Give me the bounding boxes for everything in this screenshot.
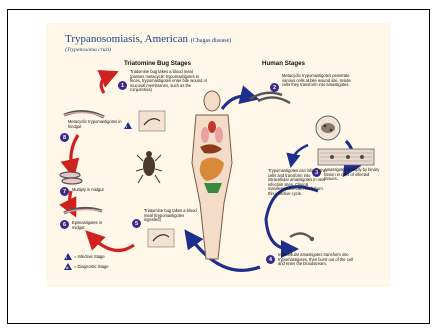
blue-arrow-bottom bbox=[190, 237, 260, 270]
blue-arrow-top-right bbox=[222, 96, 250, 109]
step-badge-7: 7 bbox=[60, 187, 69, 196]
metacyclic-trypomastigote-drawing bbox=[64, 111, 104, 117]
infected-tissue-drawing bbox=[318, 149, 374, 165]
bloodstream-trypomastigote-drawing bbox=[290, 233, 314, 241]
infected-cell-drawing bbox=[316, 116, 340, 140]
red-arrow-left-upper bbox=[71, 135, 78, 169]
legend-infective-marker: i bbox=[64, 253, 72, 260]
bite-illustration-top bbox=[139, 111, 165, 131]
species-name: (Trypanosoma cruzi) bbox=[65, 47, 111, 53]
step-text-6: Epimastigotes in midgut bbox=[72, 221, 112, 230]
step-text-2: Metacyclic trypomastigotes penetrate var… bbox=[282, 74, 354, 88]
step-badge-8: 8 bbox=[60, 133, 69, 142]
step-badge-5: 5 bbox=[132, 219, 141, 228]
blue-arrow-inner-up bbox=[292, 145, 308, 161]
step-text-1: Triatomine bug takes a blood meal (passe… bbox=[130, 70, 208, 93]
step-badge-6: 6 bbox=[60, 220, 69, 229]
step-text-8: Metacyclic trypomastigotes in hindgut bbox=[68, 120, 126, 129]
step-badge-1: 1 bbox=[118, 81, 127, 90]
infective-cycle-note: Trypomastigotes can infect other cells a… bbox=[268, 169, 330, 196]
lifecycle-artwork bbox=[46, 23, 390, 287]
step-text-3: Amastigotes multiply by binary fission i… bbox=[324, 168, 380, 182]
diagram-title-sub: (Chagas disease) bbox=[191, 38, 232, 44]
red-arrow-top bbox=[101, 75, 110, 93]
epimastigote-drawing bbox=[64, 208, 102, 213]
penetrating-trypomastigote-drawing bbox=[250, 93, 290, 103]
header-triatomine-stages: Triatomine Bug Stages bbox=[124, 61, 191, 68]
legend-diagnostic-label: = Diagnostic Stage bbox=[74, 265, 108, 270]
red-arrow-bottom bbox=[92, 237, 134, 250]
step-text-5: Triatomine bug takes a blood meal (trypo… bbox=[144, 209, 202, 223]
bite-illustration-bottom bbox=[148, 229, 174, 247]
step-badge-4: 4 bbox=[266, 255, 275, 264]
lifecycle-poster: Trypanosomiasis, American (Chagas diseas… bbox=[46, 23, 390, 287]
red-arrow-left-lower bbox=[70, 191, 72, 209]
step-badge-2: 2 bbox=[270, 83, 279, 92]
step-text-4: Intracellular amastigotes transform into… bbox=[278, 253, 354, 267]
header-human-stages: Human Stages bbox=[262, 61, 305, 68]
triatomine-bug bbox=[136, 151, 162, 183]
legend-infective-label: = Infective Stage bbox=[74, 255, 105, 260]
legend-diagnostic-marker: d bbox=[64, 263, 72, 270]
diagram-title: Trypanosomiasis, American (Chagas diseas… bbox=[65, 33, 231, 45]
midgut-multiplication-drawing bbox=[60, 172, 82, 184]
step-text-7: Multiply in midgut bbox=[72, 188, 116, 193]
